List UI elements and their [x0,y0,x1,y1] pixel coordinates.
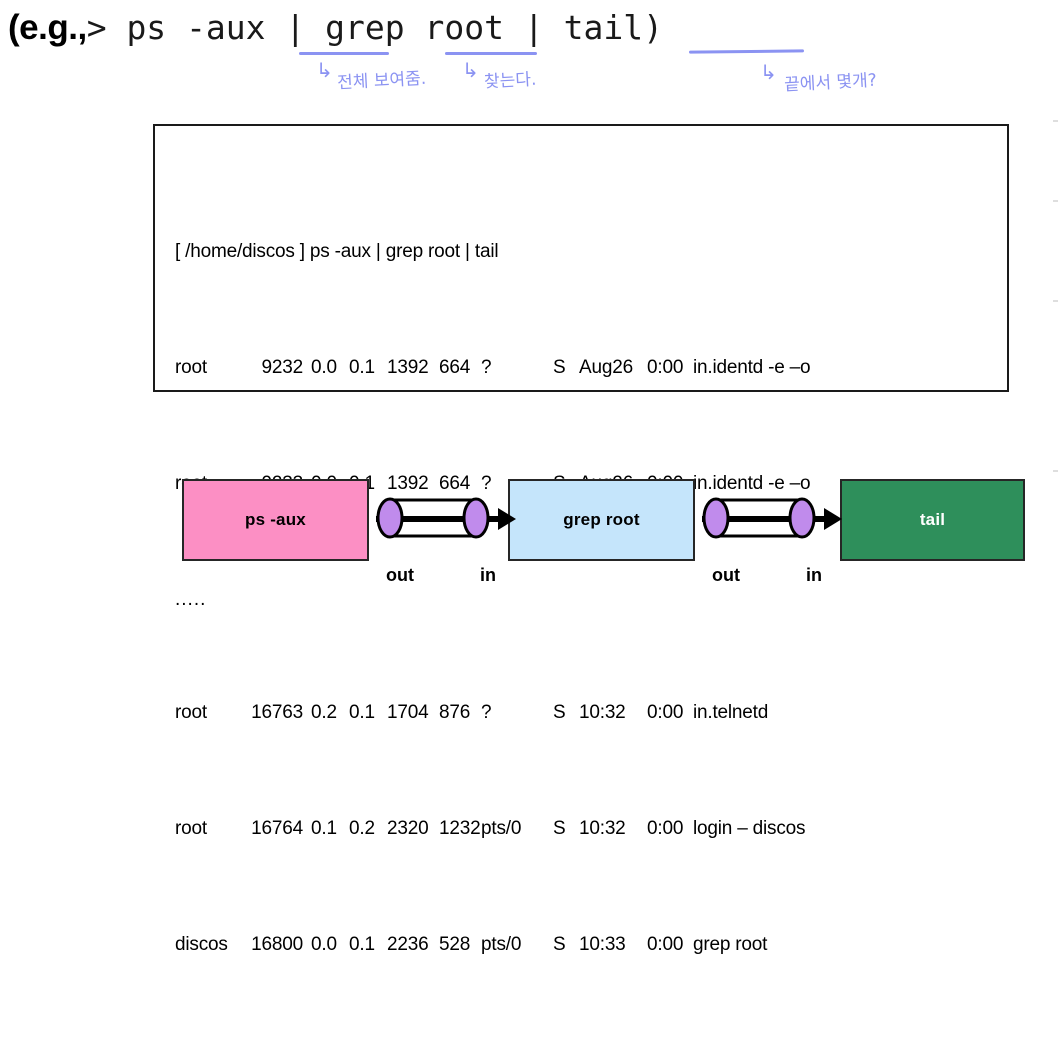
token-pipe-2: | [523,8,544,47]
table-row: root 9232 0.0 0.1 1392 664? S Aug26 0:00 in.ident… [175,353,811,382]
terminal-text: [ /home/discos ] ps -aux | grep root | t… [175,150,811,1046]
cell-cpu: 0.2 [311,702,337,723]
process-box-ps-aux: ps -aux [182,479,369,561]
title-prefix: (e.g., [8,8,87,47]
cell-time: 0:00 [647,357,684,378]
terminal-output-box: [ /home/discos ] ps -aux | grep root | t… [153,124,1009,955]
cell-stat: S [553,818,566,839]
pipe-label-in-1: in [480,565,496,585]
pipe-connector-2 [700,490,842,550]
cell-rss: 1232 [439,818,481,839]
cell-tty: ? [481,473,492,494]
cell-rss: 528 [439,934,471,955]
cell-time: 0:00 [647,818,684,839]
cell-mem: 0.1 [349,702,375,723]
cell-mem: 0.2 [349,818,375,839]
pipe-label-out-2: out [712,565,740,585]
process-label: ps -aux [245,510,306,529]
cell-user: discos [175,934,228,955]
cell-command: in.telnetd [693,702,769,723]
token-close-paren: ) [643,8,663,47]
pipe-cylinder-icon [702,497,842,539]
token-arg-root: root [424,8,505,47]
ink-arrow-icon-2: ↳ [462,58,479,82]
pipe-cylinder-icon [376,497,516,539]
cell-cpu: 0.0 [311,934,337,955]
ink-underline-aux [299,52,389,55]
cell-start: 10:32 [579,702,626,723]
table-row: discos 16800 0.0 0.1 2236 528 pts/0 S 10:33 0:00 g… [175,930,810,959]
pipeline-diagram: ps -aux grep root tail out in [0,455,1064,585]
cell-vsz: 1392 [387,473,429,494]
cell-mem: 0.1 [349,357,375,378]
title-command: > ps -aux | grep root | tail) [87,8,663,47]
table-row: root 16763 0.2 0.1 1704 876? S 10:32 0:00 in.teln… [175,698,810,727]
cell-vsz: 2236 [387,934,429,955]
cell-start: 10:33 [579,934,626,955]
process-label: grep root [563,510,640,529]
cell-cpu: 0.0 [311,357,337,378]
ink-note-tail: 끝에서 몇개? [783,70,878,96]
pipe-connector-1 [374,490,516,550]
process-label: tail [919,510,946,529]
cell-pid: 9232 [261,357,304,378]
process-box-grep-root: grep root [508,479,695,561]
scan-artifact [1053,120,1058,122]
cell-tty: ? [481,357,492,378]
terminal-prompt-line: [ /home/discos ] ps -aux | grep root | t… [175,241,499,262]
cell-start: Aug26 [579,357,633,378]
pipe-label-in-2: in [806,565,822,585]
pipe-label-out-1: out [386,565,414,585]
ink-arrow-icon-3: ↳ [760,60,777,84]
scan-artifact [1053,470,1058,472]
cell-mem: 0.1 [349,934,375,955]
token-cmd-tail: tail [563,8,644,47]
ink-arrow-icon-1: ↳ [316,58,333,82]
process-box-tail: tail [840,479,1025,561]
scan-artifact [1053,300,1058,302]
cell-tty: pts/0 [481,934,522,955]
token-prompt: > [86,8,107,47]
cell-command: grep root [693,934,768,955]
cell-command: in.identd -e –o [693,473,811,494]
cell-time: 0:00 [647,934,684,955]
token-flag-aux: -aux [186,8,266,47]
cell-command: login – discos [693,818,806,839]
token-pipe-1: | [285,8,306,47]
token-cmd-grep: grep [325,8,405,47]
ink-note-aux: 전체 보여줌. [336,68,427,94]
cell-pid: 16800 [251,934,303,955]
scan-artifact [1053,200,1058,202]
cell-start: 10:32 [579,818,626,839]
cell-rss: 664 [439,357,471,378]
cell-stat: S [553,702,566,723]
token-cmd-ps: ps [126,8,167,47]
cell-tty: ? [481,702,492,723]
cell-user: root [175,702,207,723]
cell-pid: 16763 [251,702,303,723]
cell-cpu: 0.1 [311,818,337,839]
cell-rss: 876 [439,702,471,723]
cell-user: root [175,357,207,378]
ink-note-grep: 찾는다. [483,69,537,93]
cell-user: root [175,818,207,839]
cell-vsz: 1704 [387,702,429,723]
cell-rss: 664 [439,473,471,494]
cell-vsz: 1392 [387,357,429,378]
cell-command: in.identd -e –o [693,357,811,378]
ink-underline-grep [445,52,537,55]
cell-time: 0:00 [647,702,684,723]
table-row: root 16764 0.1 0.2 2320 1232pts/0 S 10:32 0:00 lo… [175,814,810,843]
cell-stat: S [553,934,566,955]
terminal-ellipsis: ..... [175,589,207,610]
cell-stat: S [553,357,566,378]
cell-tty: pts/0 [481,818,522,839]
cell-pid: 16764 [251,818,303,839]
cell-vsz: 2320 [387,818,429,839]
slide-title: (e.g.,> ps -aux | grep root | tail) [8,8,1048,60]
